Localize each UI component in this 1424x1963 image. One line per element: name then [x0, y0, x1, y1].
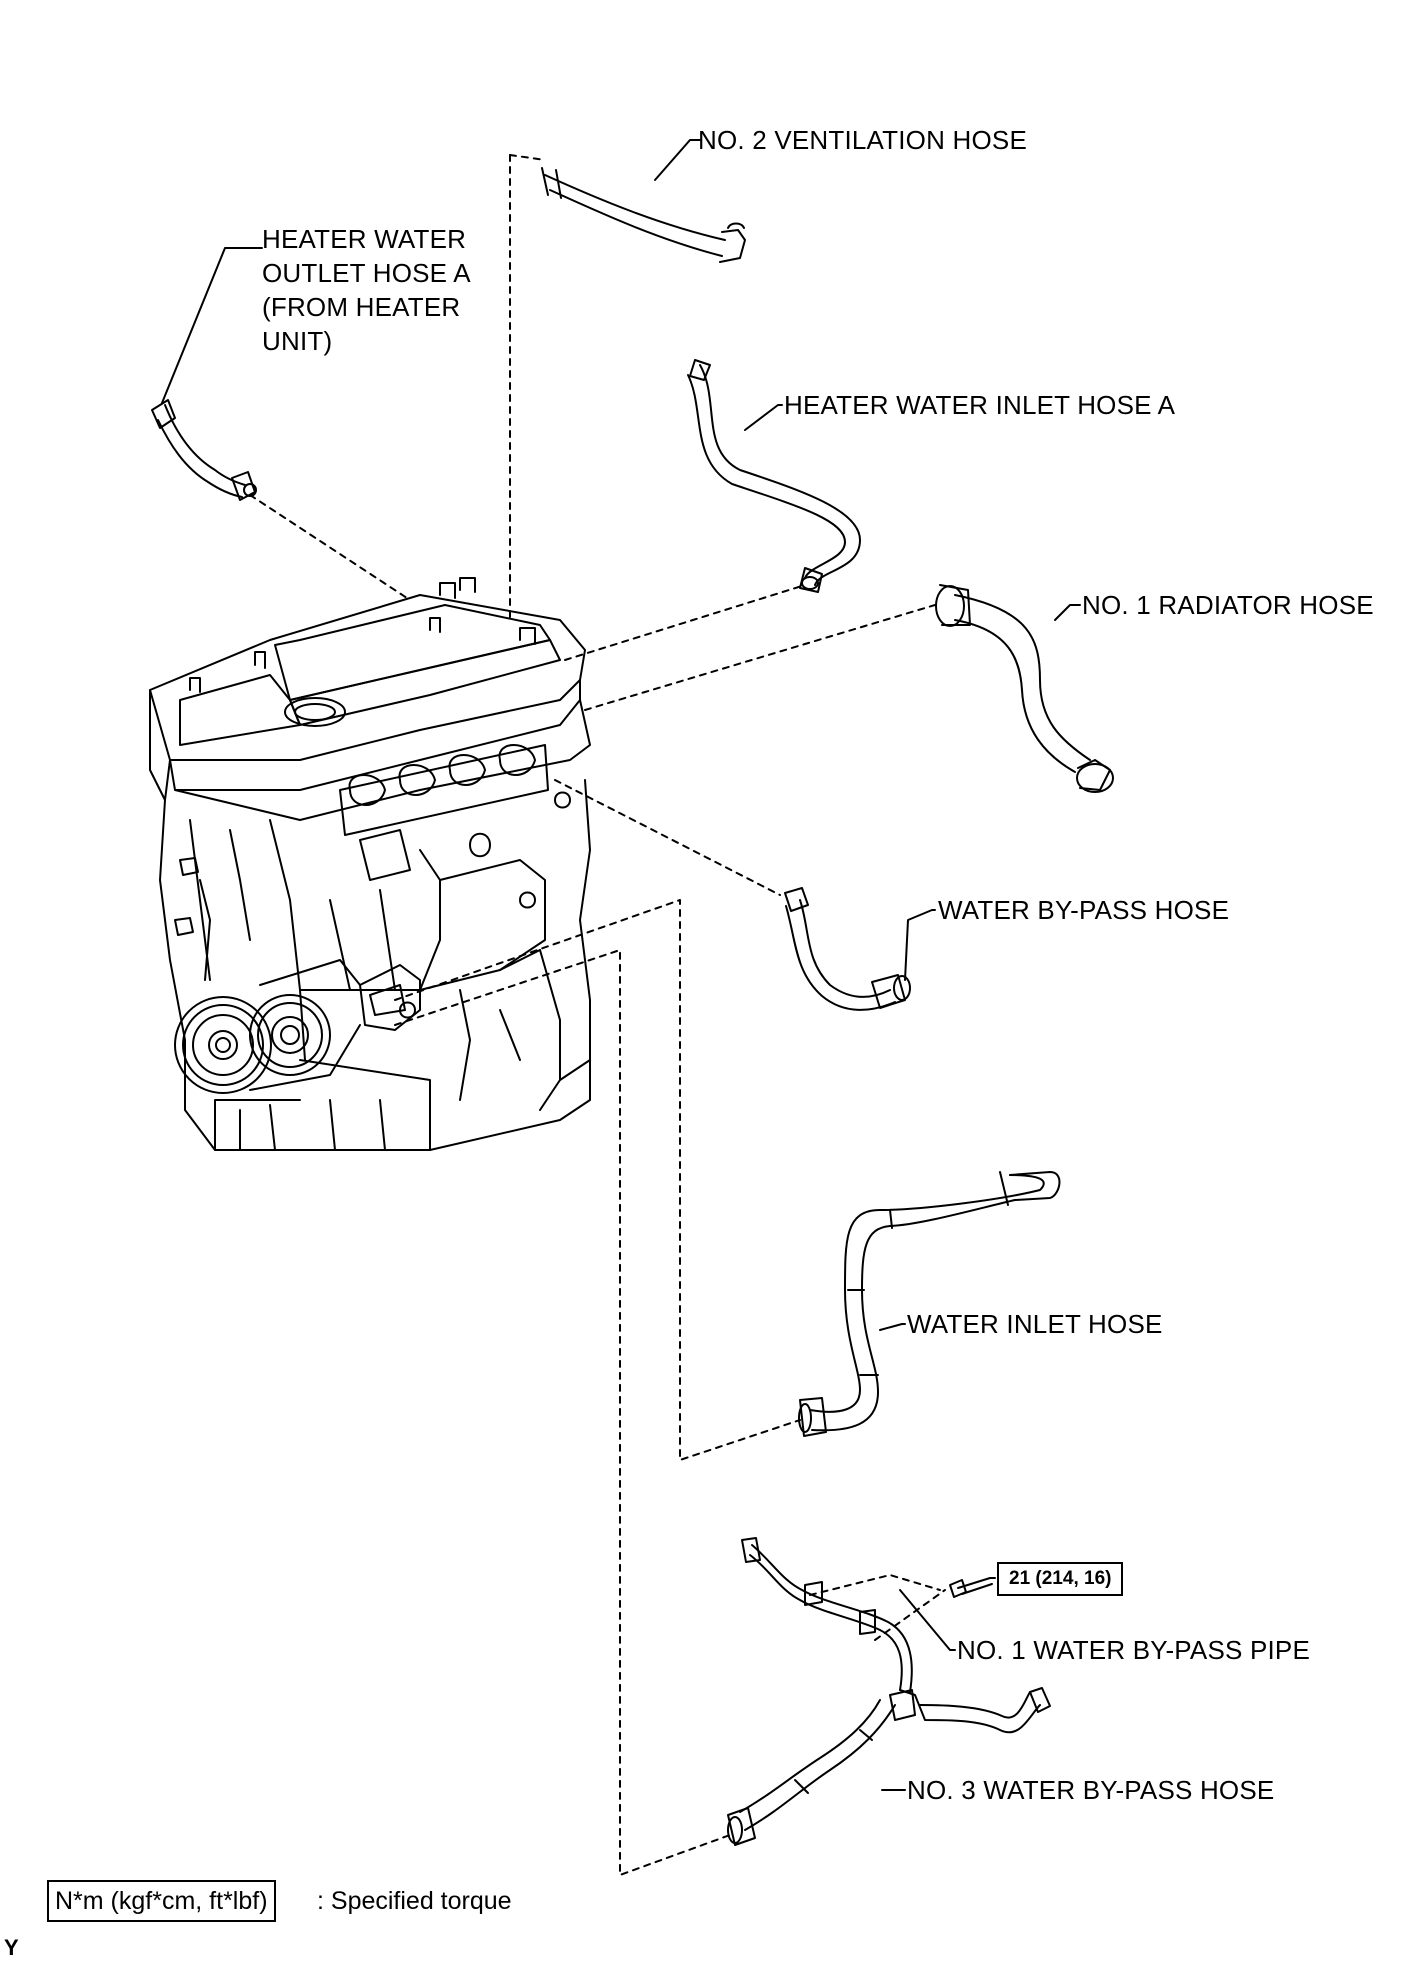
engine-block — [149, 577, 591, 1151]
water-bypass-hose — [784, 887, 911, 1011]
label-heater-water-outlet-hose-a: HEATER WATER OUTLET HOSE A (FROM HEATER … — [262, 224, 470, 356]
bolt — [949, 1577, 993, 1598]
water-inlet-hose — [798, 1171, 1061, 1437]
no3-water-bypass-hose — [727, 1699, 896, 1846]
label-water-bypass-hose: WATER BY-PASS HOSE — [938, 895, 1230, 925]
label-no3-water-bypass-hose: NO. 3 WATER BY-PASS HOSE — [907, 1775, 1275, 1805]
label-water-inlet-hose: WATER INLET HOSE — [907, 1309, 1163, 1339]
legend-units-box: N*m (kgf*cm, ft*lbf) — [47, 1880, 276, 1922]
dashed-connection-lines — [249, 154, 946, 1876]
no1-water-bypass-pipe — [741, 1537, 1051, 1734]
figure-code: Y — [4, 1935, 19, 1960]
heater-water-outlet-hose-a — [151, 399, 257, 501]
torque-callout: 21 (214, 16) — [997, 1562, 1124, 1596]
label-no2-ventilation-hose: NO. 2 VENTILATION HOSE — [698, 125, 1027, 155]
legend-specified-torque: : Specified torque — [317, 1887, 512, 1915]
label-no1-radiator-hose: NO. 1 RADIATOR HOSE — [1082, 590, 1374, 620]
label-heater-water-inlet-hose-a: HEATER WATER INLET HOSE A — [784, 390, 1176, 420]
heater-water-inlet-hose-a — [687, 359, 861, 593]
no1-radiator-hose — [935, 584, 1114, 793]
label-no1-water-bypass-pipe: NO. 1 WATER BY-PASS PIPE — [957, 1635, 1311, 1665]
no2-ventilation-hose — [541, 167, 746, 263]
